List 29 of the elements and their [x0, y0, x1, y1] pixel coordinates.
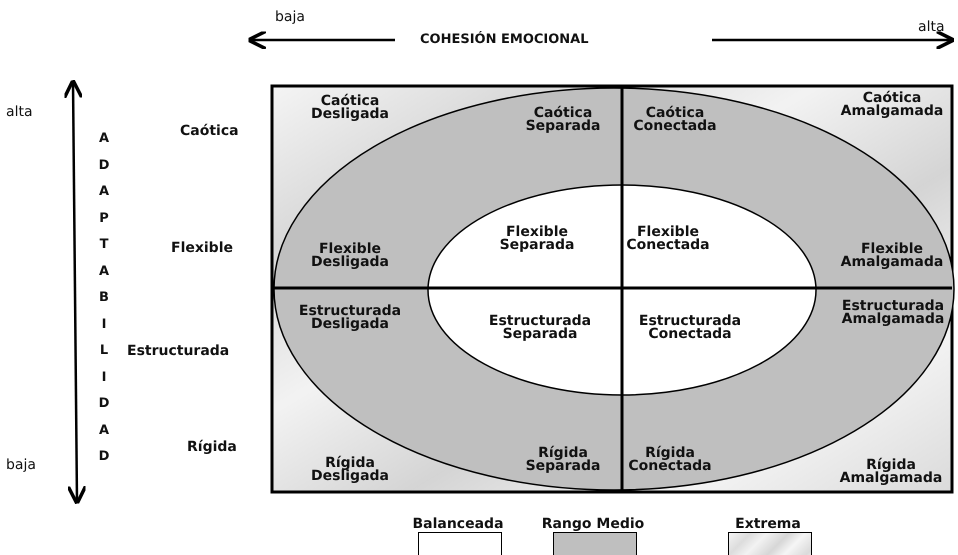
- legend-label: Rango Medio: [540, 517, 646, 531]
- axis-end-label: alta: [6, 105, 33, 119]
- quadrant-label: Caótica Conectada: [632, 107, 718, 133]
- quadrant-label: Rígida Desligada: [310, 457, 390, 483]
- axis-end-label: baja: [6, 458, 36, 472]
- quadrant-label: Flexible Desligada: [310, 243, 390, 269]
- row-label: Rígida: [187, 440, 237, 454]
- axis-end-label: alta: [918, 20, 945, 34]
- quadrant-label: Rígida Amalgamada: [838, 459, 944, 485]
- quadrant-label: Estructurada Separada: [488, 315, 592, 341]
- quadrant-label: Estructurada Conectada: [638, 315, 742, 341]
- axis-title: COHESIÓN EMOCIONAL: [420, 33, 589, 47]
- quadrant-label: Rígida Separada: [524, 447, 602, 473]
- axis-end-label: baja: [275, 10, 305, 24]
- quadrant-label: Estructurada Desligada: [298, 305, 402, 331]
- quadrant-label: Flexible Amalgamada: [840, 243, 944, 269]
- quadrant-label: Flexible Separada: [498, 226, 576, 252]
- quadrant-label: Flexible Conectada: [625, 226, 711, 252]
- legend-label: Balanceada: [411, 517, 505, 531]
- quadrant-label: Caótica Amalgamada: [840, 92, 944, 118]
- quadrant-label: Caótica Desligada: [310, 95, 390, 121]
- row-label: Flexible: [171, 241, 234, 255]
- quadrant-label: Rígida Conectada: [627, 447, 713, 473]
- axis-title: ADAPTABILIDAD: [98, 130, 110, 466]
- quadrant-label: Estructurada Amalgamada: [840, 300, 946, 326]
- row-label: Estructurada: [127, 344, 230, 358]
- row-label: Caótica: [180, 124, 239, 138]
- quadrant-label: Caótica Separada: [524, 107, 602, 133]
- legend-label: Extrema: [734, 517, 802, 531]
